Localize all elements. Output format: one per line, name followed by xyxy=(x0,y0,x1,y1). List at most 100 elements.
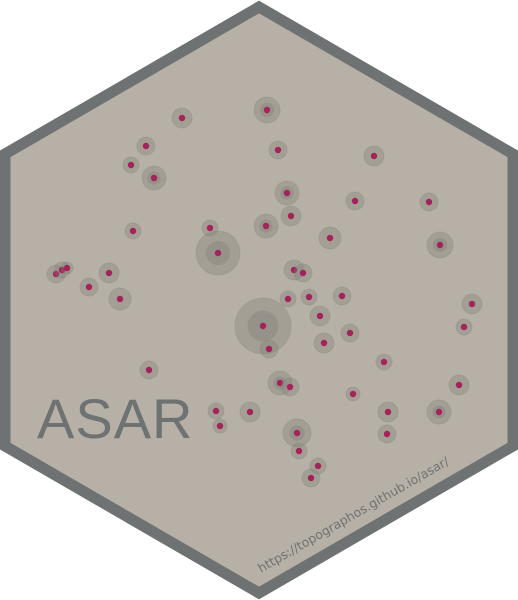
site-marker xyxy=(267,370,293,396)
site-marker xyxy=(375,353,393,371)
site-marker xyxy=(79,277,99,297)
site-dot xyxy=(259,322,267,330)
site-dot xyxy=(216,422,224,430)
site-marker xyxy=(141,165,167,191)
site-marker xyxy=(426,231,454,259)
site-dot xyxy=(63,264,71,272)
site-marker xyxy=(318,226,342,250)
site-dot xyxy=(265,345,273,353)
site-dot xyxy=(286,383,294,391)
site-marker xyxy=(290,442,308,460)
site-marker xyxy=(259,339,279,359)
site-dot xyxy=(52,270,60,278)
site-dot xyxy=(370,152,378,160)
site-dot xyxy=(212,407,220,415)
site-dot xyxy=(145,366,153,374)
site-dot xyxy=(246,408,254,416)
site-markers-layer xyxy=(46,96,483,488)
site-marker xyxy=(448,374,470,396)
site-dot xyxy=(58,266,66,274)
site-marker xyxy=(239,401,261,423)
site-marker xyxy=(195,230,241,276)
site-dot xyxy=(283,189,291,197)
site-dot xyxy=(383,430,391,438)
site-marker xyxy=(377,424,397,444)
site-marker xyxy=(136,136,156,156)
site-dot xyxy=(293,429,301,437)
site-marker xyxy=(461,293,483,315)
site-marker xyxy=(268,140,288,160)
site-dot xyxy=(305,293,313,301)
site-dot xyxy=(287,212,295,220)
site-dot xyxy=(127,161,135,169)
site-marker xyxy=(419,192,439,212)
site-dot xyxy=(276,379,284,387)
site-dot xyxy=(326,234,334,242)
site-marker xyxy=(274,180,300,206)
site-dot xyxy=(299,269,307,277)
site-dot xyxy=(384,408,392,416)
site-marker xyxy=(280,377,300,397)
site-marker xyxy=(309,305,331,327)
site-marker xyxy=(426,399,452,425)
site-dot xyxy=(214,249,222,257)
site-dot xyxy=(284,295,292,303)
site-dot xyxy=(351,197,359,205)
site-marker xyxy=(60,261,74,275)
site-dot xyxy=(349,390,357,398)
site-dot xyxy=(425,198,433,206)
site-dot xyxy=(129,227,137,235)
site-marker xyxy=(122,156,140,174)
site-dot xyxy=(263,106,271,114)
site-dot xyxy=(455,381,463,389)
site-marker xyxy=(332,286,352,306)
site-dot xyxy=(316,312,324,320)
site-dot xyxy=(436,241,444,249)
site-marker xyxy=(455,318,473,336)
site-dot xyxy=(295,447,303,455)
site-dot xyxy=(290,266,298,274)
site-marker xyxy=(345,191,365,211)
site-marker xyxy=(340,323,360,343)
site-marker xyxy=(98,262,120,284)
site-marker xyxy=(234,297,292,355)
site-marker xyxy=(108,287,132,311)
site-marker xyxy=(139,360,159,380)
site-marker xyxy=(283,259,305,281)
site-marker xyxy=(309,457,327,475)
site-dot xyxy=(150,174,158,182)
site-marker xyxy=(293,263,313,283)
site-dot xyxy=(468,300,476,308)
site-dot xyxy=(178,114,186,122)
site-marker xyxy=(279,290,297,308)
site-marker xyxy=(253,96,281,124)
site-marker xyxy=(345,386,361,402)
site-marker xyxy=(201,219,219,237)
site-dot xyxy=(380,358,388,366)
site-dot xyxy=(338,292,346,300)
site-dot xyxy=(274,146,282,154)
site-marker xyxy=(207,402,225,420)
site-marker xyxy=(313,332,335,354)
site-dot xyxy=(105,269,113,277)
site-marker xyxy=(363,145,385,167)
site-dot xyxy=(262,222,270,230)
site-dot xyxy=(346,329,354,337)
site-dot xyxy=(85,283,93,291)
site-dot xyxy=(435,408,443,416)
site-dot xyxy=(142,142,150,150)
site-marker xyxy=(280,205,302,227)
site-dot xyxy=(314,462,322,470)
sticker-title: ASAR xyxy=(37,387,194,450)
site-marker xyxy=(301,468,321,488)
site-marker xyxy=(124,222,142,240)
site-dot xyxy=(320,339,328,347)
site-dot xyxy=(460,323,468,331)
site-marker xyxy=(212,418,228,434)
site-dot xyxy=(116,295,124,303)
site-dot xyxy=(307,474,315,482)
site-marker xyxy=(377,401,399,423)
site-marker xyxy=(253,213,279,239)
